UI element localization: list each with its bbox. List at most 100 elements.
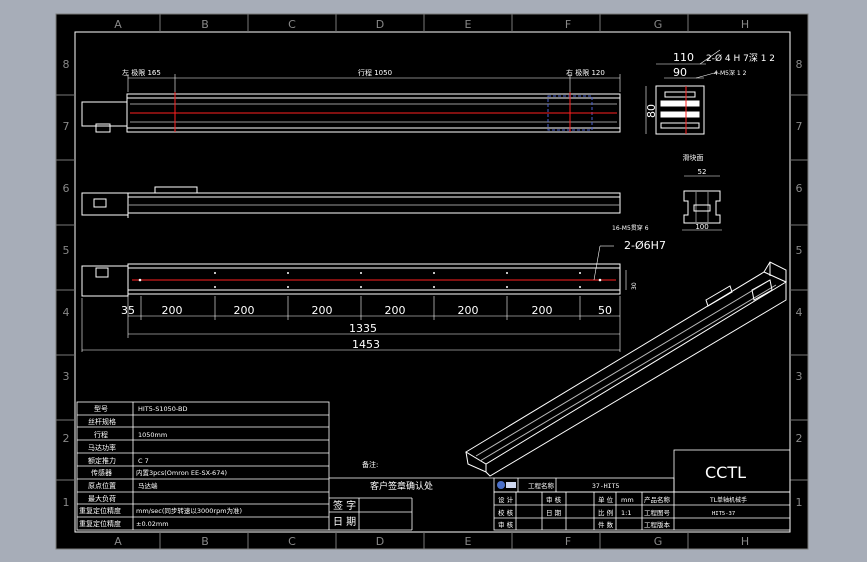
col-label-bottom: F bbox=[565, 535, 571, 548]
col-label-top: F bbox=[565, 18, 571, 31]
bottom-dim: 200 bbox=[458, 304, 479, 317]
col-label-bottom: D bbox=[376, 535, 384, 548]
pin-spec: 2-Ø6H7 bbox=[624, 239, 666, 252]
section-dim-bottom: 100 bbox=[695, 223, 708, 231]
row-label-right: 8 bbox=[796, 58, 803, 71]
remark-label: 备注: bbox=[362, 460, 378, 469]
col-label-top: H bbox=[741, 18, 749, 31]
spec-value: ±0.02mm bbox=[136, 520, 169, 528]
spec-value: 1050mm bbox=[138, 431, 167, 439]
col-label-top: B bbox=[201, 18, 209, 31]
spec-value: HIT5-S1050-BD bbox=[138, 405, 188, 413]
spec-value: 马达端 bbox=[138, 481, 158, 490]
bottom-dim: 35 bbox=[121, 304, 135, 317]
total-inner-dim: 1335 bbox=[349, 322, 377, 335]
spec-label: 马达功率 bbox=[88, 443, 116, 452]
company-logo-icon bbox=[497, 481, 516, 489]
col-label-top: C bbox=[288, 18, 296, 31]
title-cell: mm bbox=[621, 496, 634, 504]
spec-value: C 7 bbox=[138, 457, 149, 465]
right-limit-label: 右 极限 120 bbox=[566, 68, 605, 77]
spec-label: 型号 bbox=[94, 404, 108, 413]
title-cell: 工程图号 bbox=[644, 508, 671, 517]
project-value: 37-HIT5 bbox=[592, 482, 619, 490]
title-cell: 1:1 bbox=[621, 509, 631, 517]
col-label-bottom: G bbox=[654, 535, 663, 548]
date-label: 日 期 bbox=[333, 516, 356, 528]
bottom-dim: 200 bbox=[385, 304, 406, 317]
col-label-top: G bbox=[654, 18, 663, 31]
section-dim-top: 52 bbox=[698, 168, 707, 176]
title-cell: 工程版本 bbox=[644, 520, 671, 529]
col-label-top: A bbox=[114, 18, 122, 31]
sign-label: 签 字 bbox=[333, 499, 356, 512]
title-cell: 比 例 bbox=[598, 508, 613, 517]
spec-label: 传感器 bbox=[91, 468, 112, 477]
row-label-left: 4 bbox=[63, 306, 70, 319]
row-label-left: 8 bbox=[63, 58, 70, 71]
row-label-right: 1 bbox=[796, 496, 803, 509]
row-label-left: 5 bbox=[63, 244, 70, 257]
column-markers bbox=[159, 14, 689, 549]
spec-label: 行程 bbox=[94, 430, 108, 439]
title-cell: HIT5-37 bbox=[712, 511, 735, 517]
section-title: 滑块面 bbox=[683, 153, 704, 162]
title-cell: 校 核 bbox=[498, 508, 514, 517]
title-cell: 日 期 bbox=[546, 509, 562, 517]
row-label-right: 6 bbox=[796, 182, 803, 195]
col-label-top: E bbox=[465, 18, 472, 31]
spec-label: 原点位置 bbox=[88, 481, 116, 490]
end-view bbox=[645, 49, 721, 135]
row-label-left: 3 bbox=[63, 370, 70, 383]
rail-body bbox=[126, 93, 621, 133]
end-hole-note2: 4-M5深 1 2 bbox=[714, 69, 747, 77]
bottom-dim: 200 bbox=[234, 304, 255, 317]
col-label-bottom: A bbox=[114, 535, 122, 548]
end-hole-note1: 2-Ø 4 H 7深 1 2 bbox=[706, 53, 775, 64]
isometric-view bbox=[465, 261, 788, 477]
project-label: 工程名称 bbox=[528, 481, 555, 490]
spec-label: 丝杆规格 bbox=[88, 417, 116, 426]
col-label-bottom: C bbox=[288, 535, 296, 548]
title-cell: 设 计 bbox=[498, 495, 514, 504]
title-cell: 审 核 bbox=[546, 495, 562, 504]
bottom-dim: 200 bbox=[532, 304, 553, 317]
bottom-view bbox=[81, 245, 627, 352]
end-dim-110: 110 bbox=[673, 51, 694, 64]
title-cell: TL单轴机械手 bbox=[709, 496, 747, 504]
end-dim-80: 80 bbox=[645, 104, 658, 118]
title-cell: 审 核 bbox=[498, 520, 514, 529]
spec-label: 重复定位精度 bbox=[79, 519, 121, 528]
row-label-left: 6 bbox=[63, 182, 70, 195]
drawing-frame bbox=[74, 31, 791, 533]
hole-spec: 16-M5贯穿 6 bbox=[612, 224, 649, 232]
title-cell: 件 数 bbox=[598, 520, 614, 529]
col-label-top: D bbox=[376, 18, 384, 31]
spec-value: 内置3pcs(Omron EE-SX-674) bbox=[136, 468, 227, 477]
row-label-left: 2 bbox=[63, 432, 70, 445]
row-label-right: 2 bbox=[796, 432, 803, 445]
row-markers bbox=[56, 94, 808, 481]
title-block bbox=[493, 449, 791, 531]
left-limit-label: 左 极限 165 bbox=[122, 68, 161, 77]
bottom-dim: 200 bbox=[312, 304, 333, 317]
section-view bbox=[682, 175, 722, 231]
row-label-right: 7 bbox=[796, 120, 803, 133]
title-cell: 产品名称 bbox=[644, 495, 671, 504]
row-label-right: 3 bbox=[796, 370, 803, 383]
spec-label: 重复定位精度 bbox=[79, 506, 121, 515]
col-label-bottom: H bbox=[741, 535, 749, 548]
customer-confirm-box bbox=[329, 477, 494, 531]
col-label-bottom: B bbox=[201, 535, 209, 548]
spec-table bbox=[76, 401, 330, 531]
bottom-dim: 200 bbox=[162, 304, 183, 317]
row-label-right: 5 bbox=[796, 244, 803, 257]
end-dim-90: 90 bbox=[673, 66, 687, 79]
spec-label: 最大负荷 bbox=[88, 494, 116, 503]
row-label-right: 4 bbox=[796, 306, 803, 319]
bottom-dim: 50 bbox=[598, 304, 612, 317]
spec-label: 额定推力 bbox=[88, 456, 116, 465]
row-label-left: 1 bbox=[63, 496, 70, 509]
brand-name: CCTL bbox=[705, 463, 746, 482]
